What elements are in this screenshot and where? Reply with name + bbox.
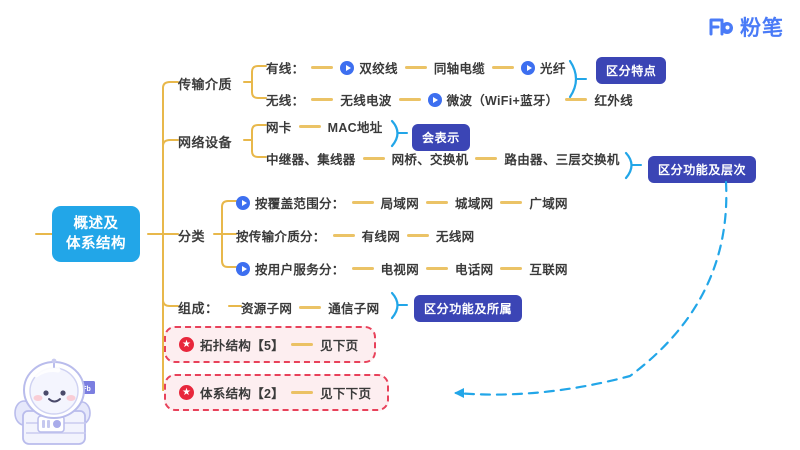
highlight-row-topology[interactable]: ★ 拓扑结构【5】 见下页 [164, 326, 377, 363]
leaf-internet: 互联网 [529, 263, 568, 277]
row-composition[interactable]: 资源子网 通信子网 [241, 298, 379, 317]
play-icon[interactable] [236, 261, 250, 276]
row-lead-label: 按覆盖范围分： [255, 197, 345, 211]
leaf-tv-network: 电视网 [380, 263, 420, 277]
brand-name: 粉笔 [740, 17, 784, 40]
row-by-service[interactable]: 按用户服务分： 电视网 电话网 互联网 [236, 259, 568, 278]
leaf-resource-subnet: 资源子网 [241, 302, 293, 316]
row-lead-label: 无线： [266, 94, 305, 108]
dashed-reference-arrow [454, 180, 728, 398]
leaf-wireless-network: 无线网 [436, 230, 475, 244]
play-icon[interactable] [521, 60, 536, 75]
leaf-wan: 广域网 [529, 197, 568, 211]
brace-composition [390, 291, 408, 320]
badge-can-express[interactable]: 会表示 [412, 124, 470, 151]
highlight-label: 拓扑结构【5】 [200, 339, 285, 353]
row-wireless[interactable]: 无线： 无线电波 微波（WiFi+蓝牙） 红外线 [266, 90, 633, 109]
link-dash [407, 234, 430, 237]
badge-distinguish-function-layer[interactable]: 区分功能及层次 [648, 156, 757, 183]
leaf-infrared: 红外线 [594, 94, 633, 108]
root-node-box: 概述及 体系结构 [52, 206, 140, 262]
badge-label: 区分特点 [596, 57, 667, 84]
branch-label-classification[interactable]: 分类 [178, 226, 205, 245]
play-icon[interactable] [340, 60, 355, 75]
leaf-communication-subnet: 通信子网 [328, 302, 380, 316]
row-lead-label: 按用户服务分： [255, 263, 345, 277]
leaf-optical-fiber: 光纤 [540, 62, 566, 76]
svg-text:Fb: Fb [82, 386, 91, 393]
badge-distinguish-function-ownership[interactable]: 区分功能及所属 [414, 295, 523, 322]
link-dash [500, 267, 523, 270]
link-dash [426, 267, 449, 270]
leaf-mac-address: MAC地址 [327, 121, 383, 135]
link-dash [565, 98, 588, 101]
leaf-lan: 局域网 [380, 197, 420, 211]
root-line-1: 概述及 [73, 216, 119, 232]
highlight-box: ★ 体系结构【2】 见下下页 [164, 374, 390, 411]
link-dash [299, 306, 322, 309]
branch-label-text: 组成： [178, 301, 219, 316]
branch-label-text: 网络设备 [178, 135, 233, 150]
branch-label-composition[interactable]: 组成： [178, 298, 219, 317]
leaf-router-l3switch: 路由器、三层交换机 [504, 153, 620, 167]
row-by-medium[interactable]: 按传输介质分： 有线网 无线网 [236, 226, 474, 245]
play-icon[interactable] [236, 195, 250, 210]
leaf-coaxial-cable: 同轴电缆 [433, 62, 486, 76]
link-dash [311, 98, 334, 101]
row-lead-label: 中继器、集线器 [266, 153, 356, 167]
badge-label: 区分功能及层次 [648, 156, 757, 183]
star-icon: ★ [179, 385, 194, 400]
fb-logo-icon [709, 18, 733, 36]
leaf-telephone-network: 电话网 [455, 263, 494, 277]
leaf-twisted-pair: 双绞线 [359, 62, 398, 76]
row-lead-label: 有线： [266, 62, 305, 76]
link-dash [351, 201, 374, 204]
link-dash [500, 201, 523, 204]
branch-label-text: 分类 [178, 229, 206, 244]
highlight-label: 体系结构【2】 [200, 387, 285, 401]
leaf-wired-network: 有线网 [361, 230, 401, 244]
link-dash [332, 234, 355, 237]
badge-label: 区分功能及所属 [414, 295, 523, 322]
leaf-bridge-switch: 网桥、交换机 [391, 153, 469, 167]
leaf-radio-wave: 无线电波 [340, 94, 392, 108]
link-dash [475, 157, 498, 160]
link-dash [291, 391, 314, 394]
link-dash [362, 157, 385, 160]
link-dash [492, 66, 515, 69]
row-repeater-hub[interactable]: 中继器、集线器 网桥、交换机 路由器、三层交换机 [266, 149, 620, 168]
highlight-note: 见下下页 [320, 387, 372, 401]
root-line-2: 体系结构 [66, 236, 126, 252]
link-dash [351, 267, 374, 270]
branch-label-transmission-media[interactable]: 传输介质 [178, 74, 232, 93]
brace-network-devices [624, 151, 642, 180]
link-dash [398, 98, 421, 101]
brand-logo: 粉笔 [709, 12, 784, 42]
brace-transmission-media [568, 59, 587, 99]
highlight-row-architecture[interactable]: ★ 体系结构【2】 见下下页 [164, 374, 390, 411]
row-lead-label: 网卡 [266, 121, 292, 135]
badge-distinguish-features[interactable]: 区分特点 [596, 57, 667, 84]
highlight-box: ★ 拓扑结构【5】 见下页 [164, 326, 377, 363]
row-wired[interactable]: 有线： 双绞线 同轴电缆 光纤 [266, 58, 566, 77]
link-dash [291, 343, 314, 346]
link-dash [404, 66, 427, 69]
highlight-note: 见下页 [320, 339, 359, 353]
row-nic[interactable]: 网卡 MAC地址 [266, 117, 383, 136]
link-dash [298, 125, 321, 128]
branch-label-text: 传输介质 [178, 77, 233, 92]
leaf-man: 城域网 [455, 197, 494, 211]
badge-label: 会表示 [412, 124, 470, 151]
brace-nic [390, 119, 408, 148]
link-dash [311, 66, 334, 69]
root-node[interactable]: 概述及 体系结构 [52, 206, 140, 262]
play-icon[interactable] [427, 92, 442, 107]
row-lead-label: 按传输介质分： [236, 230, 326, 244]
mascot-astronaut: Fb [14, 358, 95, 445]
star-icon: ★ [179, 337, 194, 352]
row-by-coverage[interactable]: 按覆盖范围分： 局域网 城域网 广域网 [236, 193, 568, 212]
leaf-microwave: 微波（WiFi+蓝牙） [446, 94, 559, 108]
branch-label-network-devices[interactable]: 网络设备 [178, 132, 232, 151]
link-dash [426, 201, 449, 204]
